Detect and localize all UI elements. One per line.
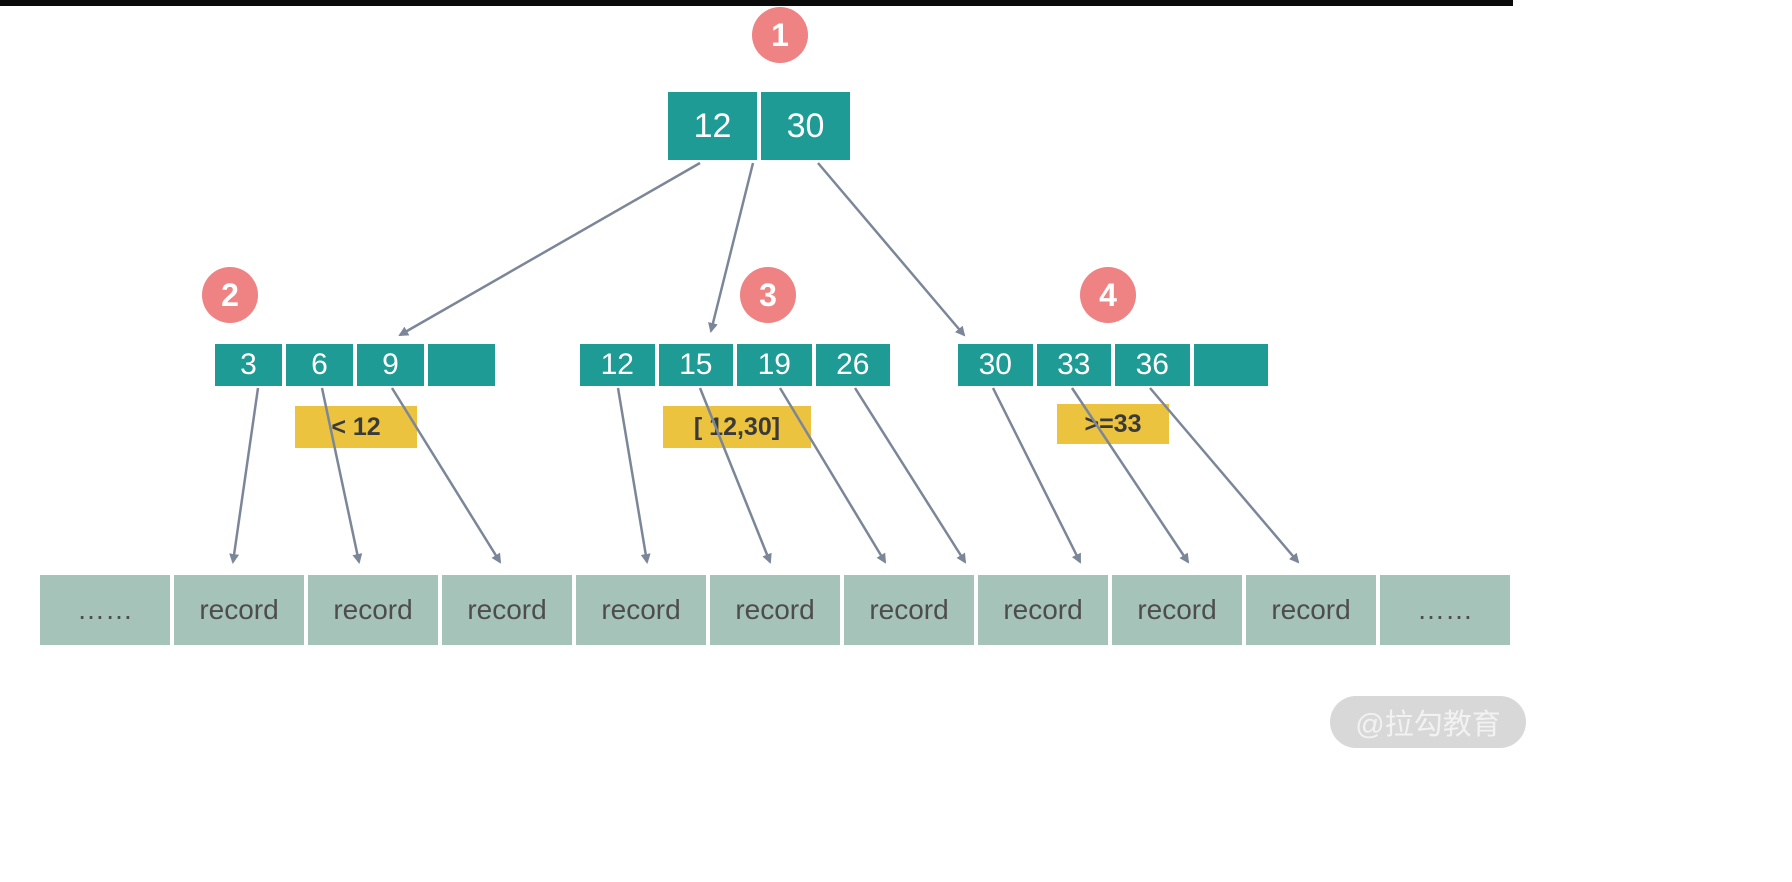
records-row: …… record record record record record re… [40, 575, 1510, 645]
arrow [853, 387, 967, 564]
node-key-cell-empty [1193, 344, 1268, 386]
level-badge-1: 1 [752, 7, 808, 63]
record-cell: record [1112, 575, 1242, 645]
arrow [1149, 387, 1300, 564]
record-cell: record [710, 575, 840, 645]
node-key-cell: 30 [958, 344, 1033, 386]
record-cell: record [442, 575, 572, 645]
node-key-cell: 12 [580, 344, 655, 386]
level-badge-3: 3 [740, 267, 796, 323]
record-cell: record [978, 575, 1108, 645]
range-label-lt-12: < 12 [295, 406, 417, 448]
arrow [817, 162, 966, 337]
range-label-gte-33: >=33 [1057, 404, 1169, 444]
record-cell: record [844, 575, 974, 645]
arrow [398, 161, 701, 337]
node-key-cell: 33 [1036, 344, 1111, 386]
node-key-cell: 9 [357, 344, 424, 386]
node-key-cell: 3 [215, 344, 282, 386]
node-key-cell: 19 [737, 344, 812, 386]
node-key-cell: 26 [815, 344, 890, 386]
internal-node-4: 30 33 36 [958, 344, 1268, 386]
arrow [229, 387, 260, 564]
level-badge-2: 2 [202, 267, 258, 323]
node-key-cell: 15 [658, 344, 733, 386]
range-label-12-30: [ 12,30] [663, 406, 811, 448]
record-cell: record [576, 575, 706, 645]
root-key-cell: 12 [668, 92, 757, 160]
node-key-cell-empty [428, 344, 495, 386]
top-rule [0, 0, 1513, 6]
record-cell: record [308, 575, 438, 645]
record-ellipsis-cell: …… [1380, 575, 1510, 645]
internal-node-3: 12 15 19 26 [580, 344, 890, 386]
watermark: @拉勾教育 [1330, 696, 1526, 748]
record-cell: record [174, 575, 304, 645]
record-cell: record [1246, 575, 1376, 645]
arrow [616, 387, 651, 564]
level-badge-4: 4 [1080, 267, 1136, 323]
root-node: 12 30 [668, 92, 850, 160]
node-key-cell: 6 [286, 344, 353, 386]
internal-node-2: 3 6 9 [215, 344, 495, 386]
root-key-cell: 30 [761, 92, 850, 160]
record-ellipsis-cell: …… [40, 575, 170, 645]
node-key-cell: 36 [1115, 344, 1190, 386]
